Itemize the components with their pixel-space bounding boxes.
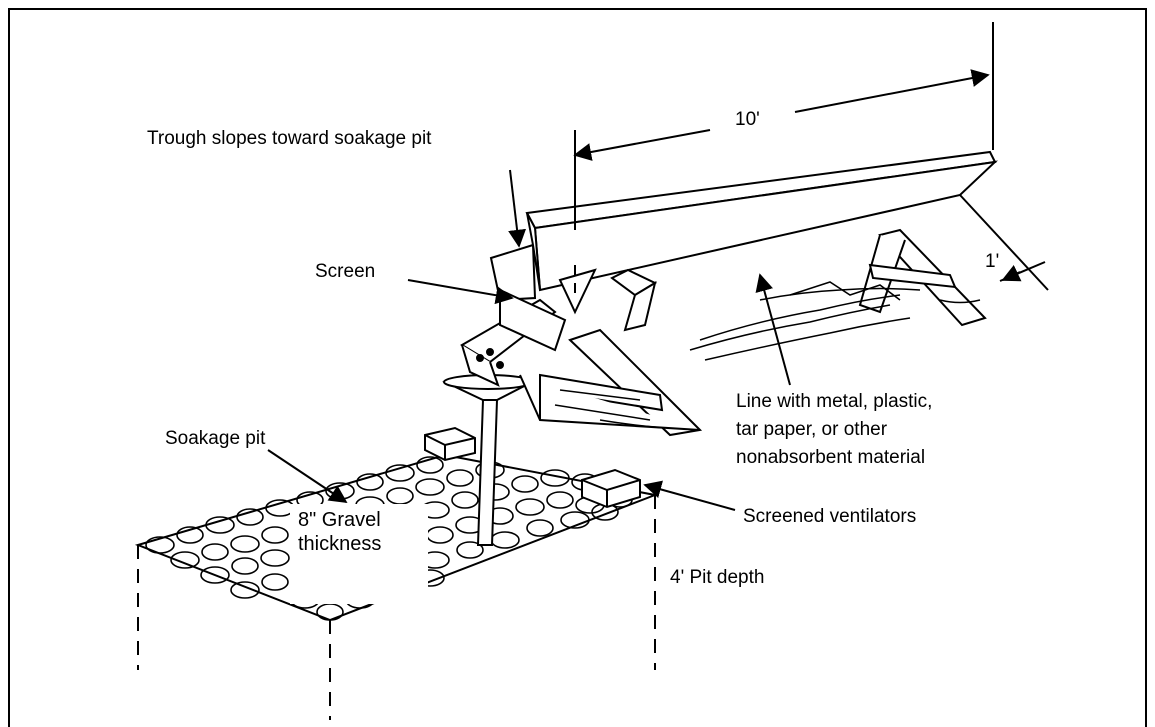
diagram-frame (8, 8, 1147, 727)
gravel-thickness-line-2: thickness (298, 533, 382, 555)
pit-depth-dashed-edges (137, 495, 656, 720)
soakage-pit-label: Soakage pit (165, 428, 266, 449)
dimension-lines (573, 22, 1049, 300)
screen-label: Screen (315, 261, 375, 282)
gravel-thickness-label: 8" Gravel thickness (290, 504, 428, 604)
width-dimension-label: 1' (985, 251, 999, 272)
funnel-and-drain-pipe (442, 374, 535, 546)
pointer-arrows (267, 169, 791, 511)
liner-label-line-2: tar paper, or other (736, 419, 888, 440)
gravel-thickness-line-1: 8" Gravel (298, 509, 381, 531)
ventilator-blocks (424, 426, 641, 509)
pit-depth-label: 4' Pit depth (670, 567, 764, 588)
trough-drawing (460, 150, 998, 437)
ground-shading (554, 281, 981, 429)
trough-slope-label: Trough slopes toward soakage pit (147, 128, 432, 149)
screened-ventilators-label: Screened ventilators (743, 506, 916, 527)
liner-label-line-1: Line with metal, plastic, (736, 391, 932, 412)
liner-label-line-3: nonabsorbent material (736, 447, 925, 468)
length-dimension-label: 10' (735, 109, 760, 130)
